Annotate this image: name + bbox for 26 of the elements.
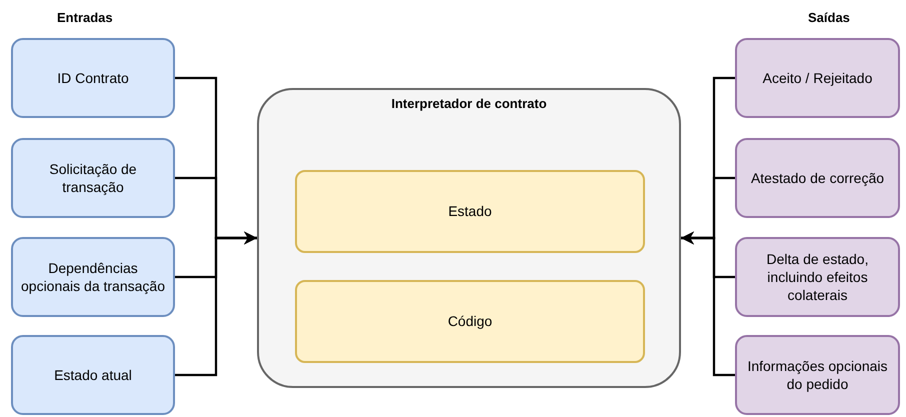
process-box	[11, 335, 175, 415]
node-text: ID Contrato	[56, 68, 130, 88]
node-text: Delta de estado, incluindo efeitos colaterais	[766, 250, 870, 304]
container-box	[257, 88, 681, 388]
process-box	[735, 38, 900, 118]
process-box	[11, 38, 175, 118]
node-text: Solicitação de transação	[48, 160, 138, 196]
column-heading: Entradas	[57, 10, 113, 25]
process-box	[11, 237, 175, 317]
process-box	[735, 237, 900, 317]
connector-arrow	[175, 232, 257, 376]
process-box	[735, 138, 900, 218]
node-text: Aceito / Rejeitado	[762, 68, 874, 88]
node-text: Informações opcionais do pedido	[746, 356, 889, 394]
column-heading: Saídas	[808, 10, 850, 25]
connector-arrow	[681, 232, 735, 376]
node-text: Estado atual	[53, 366, 133, 384]
process-box	[11, 138, 175, 218]
node-text: Atestado de correção	[750, 168, 886, 188]
node-text: Estado	[447, 202, 493, 221]
node-text: Código	[446, 312, 494, 331]
node-text: Dependências opcionais da transação	[20, 258, 166, 296]
process-box	[295, 280, 645, 363]
process-box	[295, 170, 645, 253]
process-box	[735, 335, 900, 415]
container-title: Interpretador de contrato	[390, 96, 548, 113]
